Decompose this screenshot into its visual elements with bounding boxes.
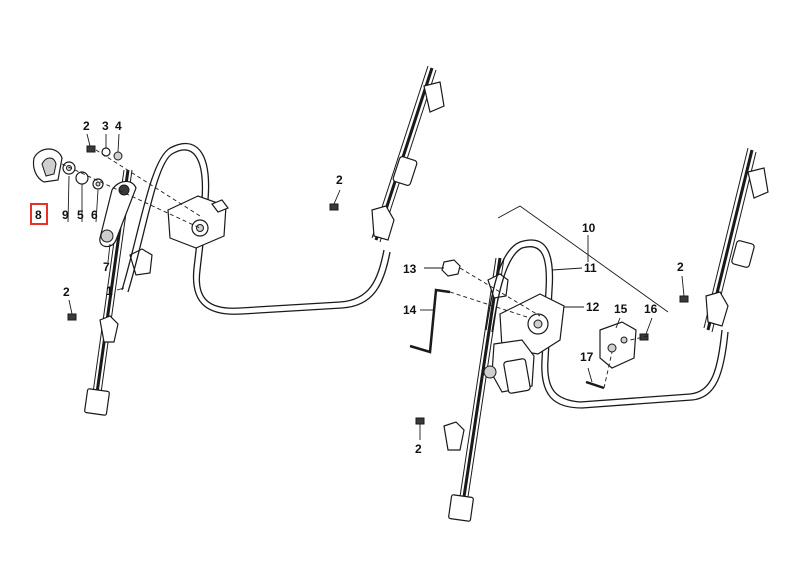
callout-11: 11: [584, 261, 597, 275]
emergency-hex-key: [409, 288, 451, 354]
right-hardware: [415, 259, 689, 425]
left-cable-loop: [121, 143, 391, 315]
callout-8: 8: [35, 208, 42, 222]
callout-3: 3: [102, 119, 109, 133]
callout-17: 17: [580, 350, 594, 364]
callout-2-mid: 2: [336, 173, 343, 187]
callout-6: 6: [91, 208, 98, 222]
window-motor: [483, 293, 565, 394]
callout-10: 10: [582, 221, 596, 235]
callout-5: 5: [77, 208, 84, 222]
right-cable-loop: [485, 239, 729, 409]
callout-7: 7: [103, 260, 110, 274]
highlight-box-8: [30, 203, 48, 225]
left-hardware: [62, 145, 339, 321]
left-regulator-assembly: [32, 65, 445, 416]
left-leader-lines: [61, 133, 341, 315]
callout-15: 15: [614, 302, 628, 316]
callout-14: 14: [403, 303, 417, 317]
window-crank-handle: [99, 180, 137, 248]
right-leader-lines: [419, 235, 685, 440]
left-regulator-drive: [167, 195, 229, 249]
callout-2-top: 2: [83, 119, 90, 133]
callout-13: 13: [403, 262, 417, 276]
handle-cover-part: [32, 148, 63, 183]
assembly-10-bracket: [497, 205, 669, 313]
callout-2-right: 2: [677, 260, 684, 274]
callout-9: 9: [62, 208, 69, 222]
callout-2-bottom: 2: [415, 442, 422, 456]
callout-2-left: 2: [63, 285, 70, 299]
left-rear-guide-rail: [371, 65, 445, 243]
callout-4: 4: [115, 119, 122, 133]
callout-labels: 8 9 5 6 7 2 3 4 1 2 2 10 11 12 13 14 15 …: [30, 119, 684, 456]
callout-16: 16: [644, 302, 658, 316]
callout-1: 1: [106, 284, 113, 298]
motor-control-unit: [599, 321, 637, 369]
callout-12: 12: [586, 300, 600, 314]
right-regulator-assembly: [409, 147, 769, 522]
right-rear-guide-rail: [703, 147, 769, 333]
